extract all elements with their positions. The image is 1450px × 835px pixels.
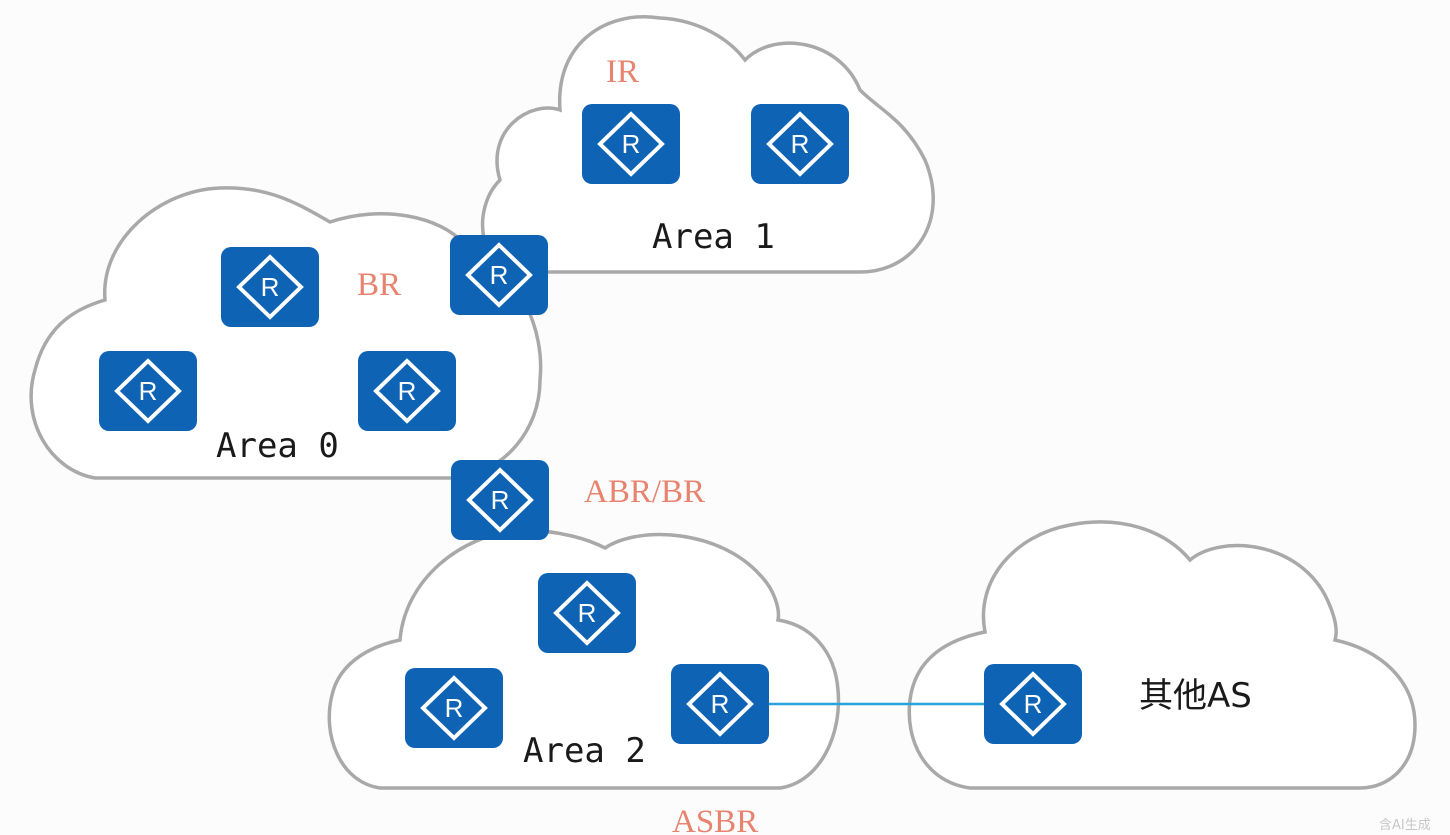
router-icon (449, 458, 551, 542)
other-as-label: 其他AS (1139, 676, 1252, 716)
router-icon (403, 666, 505, 750)
router-icon (749, 102, 851, 186)
asbr-role-label: ASBR (672, 804, 758, 835)
router-icon (219, 245, 321, 329)
router-icon (982, 662, 1084, 746)
ir-role-label: IR (606, 54, 639, 90)
area-0-label: Area 0 (216, 426, 339, 466)
br-role-label: BR (357, 267, 401, 303)
other-as-cloud (907, 520, 1417, 790)
router-icon (448, 233, 550, 317)
router-icon (669, 662, 771, 746)
router-icon (580, 102, 682, 186)
area-1-cloud (480, 15, 935, 274)
router-icon (356, 349, 458, 433)
area-1-label: Area 1 (652, 217, 775, 257)
area-2-label: Area 2 (523, 731, 646, 771)
ai-generated-watermark: 含AI生成 (1379, 817, 1431, 833)
abr-br-role-label: ABR/BR (584, 474, 705, 510)
router-icon (97, 349, 199, 433)
router-icon (536, 571, 638, 655)
